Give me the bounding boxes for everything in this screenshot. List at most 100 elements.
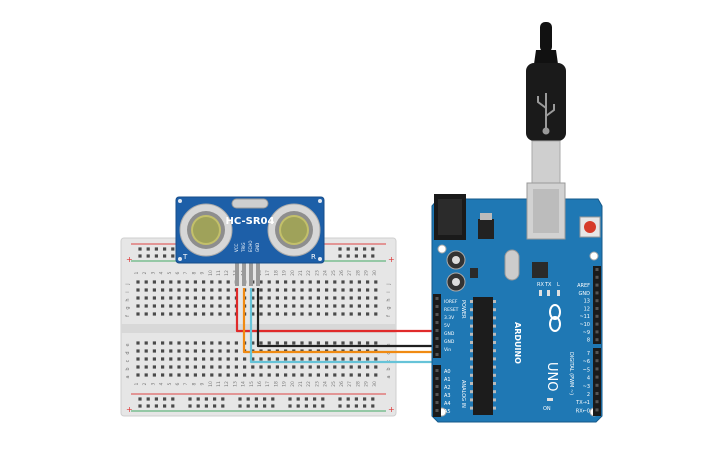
rail-hole[interactable] <box>138 254 142 258</box>
breadboard-hole[interactable] <box>374 365 378 369</box>
breadboard-hole[interactable] <box>226 304 230 308</box>
breadboard-hole[interactable] <box>193 296 197 300</box>
rail-hole[interactable] <box>354 397 358 401</box>
breadboard-hole[interactable] <box>308 296 312 300</box>
rail-hole[interactable] <box>371 397 375 401</box>
breadboard-hole[interactable] <box>185 312 189 316</box>
breadboard-hole[interactable] <box>144 341 148 345</box>
breadboard-hole[interactable] <box>193 373 197 377</box>
breadboard-hole[interactable] <box>275 365 279 369</box>
breadboard-hole[interactable] <box>366 341 370 345</box>
breadboard-hole[interactable] <box>161 304 165 308</box>
breadboard-hole[interactable] <box>316 373 320 377</box>
breadboard-hole[interactable] <box>161 312 165 316</box>
breadboard-hole[interactable] <box>218 341 222 345</box>
breadboard-hole[interactable] <box>161 349 165 353</box>
rail-hole[interactable] <box>163 254 167 258</box>
breadboard-hole[interactable] <box>325 296 329 300</box>
rail-hole[interactable] <box>154 247 158 251</box>
breadboard-hole[interactable] <box>202 304 206 308</box>
breadboard-hole[interactable] <box>308 304 312 308</box>
breadboard-hole[interactable] <box>341 304 345 308</box>
breadboard-hole[interactable] <box>357 296 361 300</box>
breadboard-hole[interactable] <box>349 365 353 369</box>
breadboard-hole[interactable] <box>144 312 148 316</box>
rail-hole[interactable] <box>204 397 208 401</box>
breadboard-hole[interactable] <box>251 357 255 361</box>
breadboard-hole[interactable] <box>185 304 189 308</box>
breadboard-hole[interactable] <box>292 357 296 361</box>
breadboard-hole[interactable] <box>374 280 378 284</box>
breadboard-hole[interactable] <box>341 296 345 300</box>
breadboard-hole[interactable] <box>259 288 263 292</box>
breadboard-hole[interactable] <box>144 373 148 377</box>
breadboard-hole[interactable] <box>193 304 197 308</box>
breadboard-hole[interactable] <box>316 280 320 284</box>
rail-hole[interactable] <box>271 397 275 401</box>
breadboard-hole[interactable] <box>136 296 140 300</box>
breadboard-hole[interactable] <box>193 349 197 353</box>
breadboard-hole[interactable] <box>234 341 238 345</box>
breadboard-hole[interactable] <box>177 349 181 353</box>
breadboard-hole[interactable] <box>144 349 148 353</box>
breadboard-hole[interactable] <box>316 296 320 300</box>
breadboard-hole[interactable] <box>210 341 214 345</box>
breadboard-hole[interactable] <box>202 312 206 316</box>
breadboard-hole[interactable] <box>341 280 345 284</box>
breadboard-hole[interactable] <box>357 288 361 292</box>
breadboard-hole[interactable] <box>349 288 353 292</box>
breadboard-hole[interactable] <box>161 296 165 300</box>
rail-hole[interactable] <box>171 397 175 401</box>
breadboard-hole[interactable] <box>218 365 222 369</box>
breadboard-hole[interactable] <box>333 365 337 369</box>
rail-hole[interactable] <box>296 404 300 408</box>
breadboard-hole[interactable] <box>275 341 279 345</box>
breadboard-hole[interactable] <box>366 280 370 284</box>
rail-hole[interactable] <box>196 404 200 408</box>
breadboard-hole[interactable] <box>267 312 271 316</box>
breadboard-hole[interactable] <box>161 373 165 377</box>
breadboard-hole[interactable] <box>284 288 288 292</box>
breadboard-hole[interactable] <box>308 341 312 345</box>
breadboard-hole[interactable] <box>169 288 173 292</box>
breadboard-hole[interactable] <box>152 349 156 353</box>
breadboard-hole[interactable] <box>136 341 140 345</box>
breadboard-hole[interactable] <box>226 349 230 353</box>
breadboard-hole[interactable] <box>152 357 156 361</box>
breadboard-hole[interactable] <box>226 365 230 369</box>
breadboard-hole[interactable] <box>275 304 279 308</box>
breadboard-hole[interactable] <box>374 341 378 345</box>
rail-hole[interactable] <box>271 404 275 408</box>
breadboard-hole[interactable] <box>136 373 140 377</box>
breadboard-hole[interactable] <box>226 296 230 300</box>
breadboard-hole[interactable] <box>357 304 361 308</box>
breadboard-hole[interactable] <box>243 365 247 369</box>
rail-hole[interactable] <box>254 397 258 401</box>
rail-hole[interactable] <box>296 397 300 401</box>
breadboard-hole[interactable] <box>284 304 288 308</box>
breadboard-hole[interactable] <box>177 288 181 292</box>
breadboard-hole[interactable] <box>202 341 206 345</box>
breadboard-hole[interactable] <box>349 304 353 308</box>
breadboard-hole[interactable] <box>267 280 271 284</box>
breadboard-hole[interactable] <box>333 304 337 308</box>
breadboard-hole[interactable] <box>284 296 288 300</box>
breadboard-hole[interactable] <box>210 312 214 316</box>
breadboard-hole[interactable] <box>300 280 304 284</box>
breadboard-hole[interactable] <box>202 373 206 377</box>
breadboard-hole[interactable] <box>308 373 312 377</box>
breadboard-hole[interactable] <box>325 357 329 361</box>
breadboard-hole[interactable] <box>275 357 279 361</box>
breadboard-hole[interactable] <box>234 373 238 377</box>
breadboard-hole[interactable] <box>152 341 156 345</box>
rail-hole[interactable] <box>321 404 325 408</box>
rail-hole[interactable] <box>254 404 258 408</box>
breadboard-hole[interactable] <box>341 341 345 345</box>
breadboard-hole[interactable] <box>218 312 222 316</box>
breadboard-hole[interactable] <box>349 341 353 345</box>
breadboard-hole[interactable] <box>152 365 156 369</box>
rail-hole[interactable] <box>154 404 158 408</box>
rail-hole[interactable] <box>204 404 208 408</box>
breadboard-hole[interactable] <box>300 357 304 361</box>
breadboard-hole[interactable] <box>185 357 189 361</box>
